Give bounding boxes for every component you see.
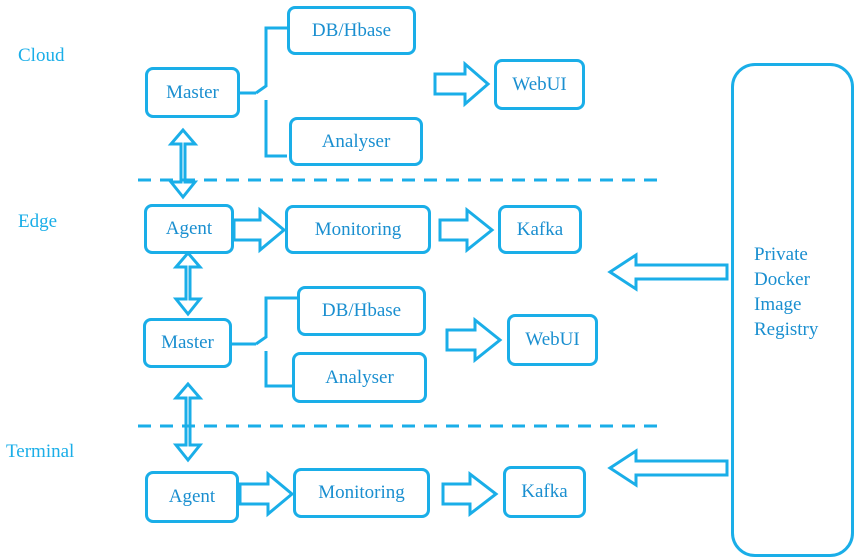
cloud-layer-label: Cloud [18, 45, 65, 66]
registry-label-line: Image [754, 294, 802, 315]
terminal-monitoring-kafka-arrow [441, 470, 499, 518]
edge-master-node: Master [143, 318, 232, 368]
edge-agent-master-double-arrow [172, 250, 204, 317]
cloud-master-node: Master [145, 67, 240, 118]
edge-master-bracket [232, 296, 297, 388]
registry-label-line: Private [754, 244, 808, 265]
cloud-db-hbase-node: DB/Hbase [287, 6, 416, 55]
cloud-edge-double-arrow [167, 127, 199, 200]
registry-label: Private Docker Image Registry [754, 242, 818, 342]
cloud-webui-arrow [433, 60, 491, 108]
registry-label-line: Registry [754, 319, 819, 340]
private-docker-registry-node: Private Docker Image Registry [731, 63, 854, 557]
edge-terminal-double-arrow [172, 381, 204, 463]
edge-agent-node: Agent [144, 204, 234, 254]
edge-analyser-node: Analyser [292, 352, 427, 403]
edge-kafka-node: Kafka [498, 205, 582, 254]
terminal-agent-monitoring-arrow [238, 470, 295, 518]
terminal-layer-label: Terminal [6, 441, 75, 462]
edge-webui-node: WebUI [507, 314, 598, 366]
cloud-analyser-node: Analyser [289, 117, 423, 166]
edge-webui-arrow [445, 316, 503, 364]
cloud-master-bracket [240, 26, 287, 158]
registry-terminal-arrow [607, 448, 729, 488]
registry-edge-arrow [607, 252, 729, 292]
terminal-monitoring-node: Monitoring [293, 468, 430, 518]
edge-agent-monitoring-arrow [232, 206, 287, 254]
cloud-webui-node: WebUI [494, 59, 585, 110]
edge-layer-label: Edge [18, 211, 58, 232]
registry-label-line: Docker [754, 269, 810, 290]
terminal-kafka-node: Kafka [503, 466, 586, 518]
edge-monitoring-kafka-arrow [438, 206, 495, 254]
terminal-agent-node: Agent [145, 471, 239, 523]
edge-db-hbase-node: DB/Hbase [297, 286, 426, 336]
edge-monitoring-node: Monitoring [285, 205, 431, 254]
